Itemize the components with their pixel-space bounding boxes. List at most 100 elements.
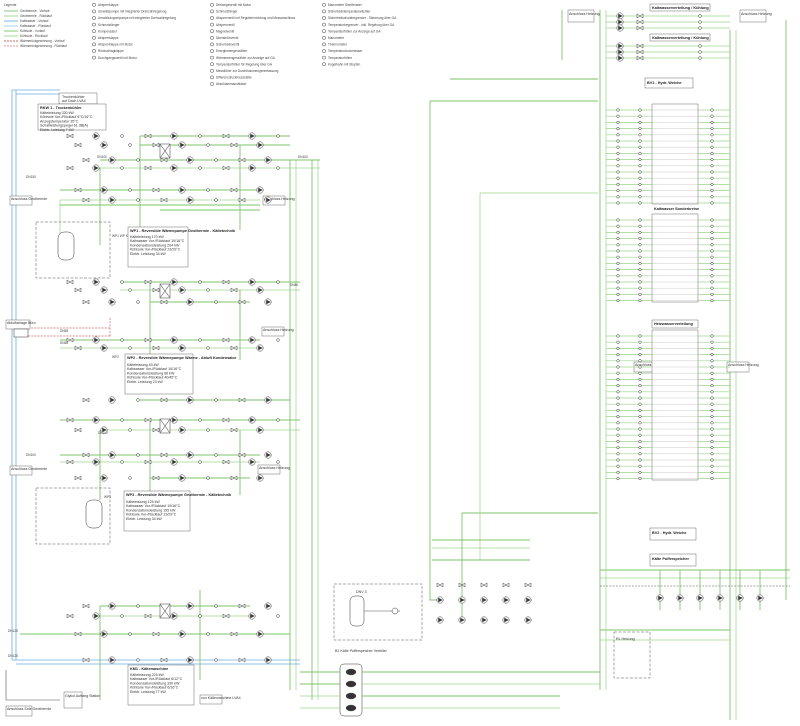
valve-icon	[144, 133, 152, 139]
branch-valve-icon	[638, 334, 642, 338]
cold-buffer-tank-icon	[339, 663, 363, 717]
legend-symbol-icon	[210, 82, 214, 86]
valve-icon	[74, 187, 82, 193]
valve-icon	[238, 452, 246, 458]
sensor-icon	[128, 143, 132, 147]
pump-arrow-icon	[258, 631, 263, 637]
pump-arrow-icon	[250, 279, 255, 285]
valve-icon	[160, 657, 168, 663]
pump-arrow-icon	[250, 133, 255, 139]
right-panel: Anschluss Heizung Anschluss Heizung Kalt…	[561, 3, 790, 720]
legend-symbol-icon	[322, 29, 326, 34]
wp1-tag: WP1 WP Kühlen	[112, 234, 136, 238]
pump-arrow-icon	[110, 397, 115, 403]
spec-row: Kaltwasser Vor-/Rücklauf 10/16°C	[130, 239, 185, 243]
branch-valve-icon	[710, 365, 714, 369]
legend-symbol-icon	[322, 55, 326, 60]
legend-symbol-label: Umwälzpumpe mit integrierter Drehzahlreg…	[98, 10, 167, 14]
branch-valve-icon	[616, 396, 620, 400]
right-head-1: Kaltwasserverteilung / Kühlung	[652, 6, 709, 10]
legend-symbol-icon	[92, 29, 96, 34]
legend-symbol-icon	[210, 35, 214, 40]
branch-valve-icon	[638, 421, 642, 425]
spec-row: Kühlsole Vor-/Rücklauf 40/45°C	[127, 376, 178, 380]
valve-icon	[152, 427, 160, 433]
pump-arrow-icon	[180, 187, 185, 193]
branch-valve-icon	[616, 195, 620, 199]
pump-arrow-icon	[504, 617, 509, 623]
branch-valve-icon	[638, 133, 642, 137]
valve-icon	[636, 13, 644, 19]
branch-valve-icon	[710, 421, 714, 425]
sensor-icon	[120, 460, 124, 464]
legend-symbol-label: Manometer	[328, 36, 345, 40]
sensor-icon	[136, 158, 140, 162]
branch-valve-icon	[638, 439, 642, 443]
pump-arrow-icon	[188, 603, 193, 609]
label-anschluss-geo-1: Anschluss Geothermie	[11, 197, 47, 201]
legend-symbol-label: Temperaturdruckmesser	[328, 49, 363, 53]
pump-arrow-icon	[460, 597, 465, 603]
distributor-1-branches	[606, 108, 730, 205]
branch-valve-icon	[616, 261, 620, 265]
legend-symbol-label: Schmutzfänger	[98, 23, 120, 27]
sensor-icon	[136, 398, 140, 402]
pump-arrow-icon	[172, 279, 177, 285]
branch-valve-icon	[710, 458, 714, 462]
branch-valve-icon	[710, 170, 714, 174]
branch-valve-icon	[710, 299, 714, 303]
pump-arrow-icon	[110, 299, 115, 305]
branch-valve-icon	[616, 108, 620, 112]
legend-symbol-icon	[210, 9, 214, 14]
spec-row: Kälteleistung 225 kW	[130, 673, 164, 677]
pump-arrow-icon	[110, 157, 115, 163]
branch-valve-icon	[616, 127, 620, 131]
sensor-icon	[198, 418, 202, 422]
legend-symbol-label: Temperaturfühler	[328, 56, 353, 60]
label-anschluss-geo-2: Anschluss Geothermie	[11, 467, 47, 471]
valve-icon	[160, 157, 168, 163]
legend-symbol-icon	[322, 9, 326, 14]
branch-valve-icon	[616, 458, 620, 462]
branch-valve-icon	[638, 286, 642, 290]
branch-valve-icon	[616, 377, 620, 381]
label-dnv: DNV 3	[356, 590, 367, 594]
spec-row: Schallleistungspegel 61 dB(A)	[40, 124, 88, 128]
left-main-pipes	[11, 78, 598, 700]
branch-valve-icon	[710, 230, 714, 234]
branch-valve-icon	[710, 224, 714, 228]
branch-valve-icon	[616, 433, 620, 437]
wp3-tank-frame	[35, 487, 111, 545]
valve-icon	[636, 43, 644, 49]
legend-symbol-icon	[322, 62, 326, 67]
sensor-icon	[120, 418, 124, 422]
branch-valve-icon	[638, 458, 642, 462]
dnv-pump-icon	[391, 607, 399, 615]
valve-icon	[152, 475, 160, 481]
branch-valve-icon	[710, 340, 714, 344]
legend-line-label: Wärmerückgewinnung - Rücklauf	[20, 44, 67, 48]
sensor-icon	[214, 604, 218, 608]
branch-valve-icon	[616, 365, 620, 369]
right-head-2: Kaltwasserverteilung / Kühlung	[652, 36, 709, 40]
dn-wp1-3: DN100	[298, 155, 308, 159]
abluft-unit-icon	[13, 328, 29, 338]
sensor-icon	[136, 604, 140, 608]
branch-valve-icon	[638, 114, 642, 118]
sensor-icon	[128, 188, 132, 192]
legend-symbol-icon	[322, 42, 326, 47]
pump-arrow-icon	[266, 657, 271, 663]
label-lva4: von Kältemaschine LVA4	[201, 696, 241, 700]
heat-exchanger-cross	[159, 283, 171, 299]
valve-icon	[524, 582, 532, 588]
pump-arrow-icon	[738, 595, 743, 601]
branch-valve-icon	[710, 120, 714, 124]
legend-symbol-icon	[92, 35, 96, 40]
valve-icon	[230, 187, 238, 193]
branch-valve-icon	[638, 164, 642, 168]
spec-row: Kälteleistung 330 kW	[40, 111, 74, 115]
legend-symbol-label: Differenzdruckmessstelle	[216, 76, 252, 80]
branch-valve-icon	[616, 237, 620, 241]
branch-valve-icon	[616, 371, 620, 375]
pump-arrow-icon	[526, 597, 531, 603]
